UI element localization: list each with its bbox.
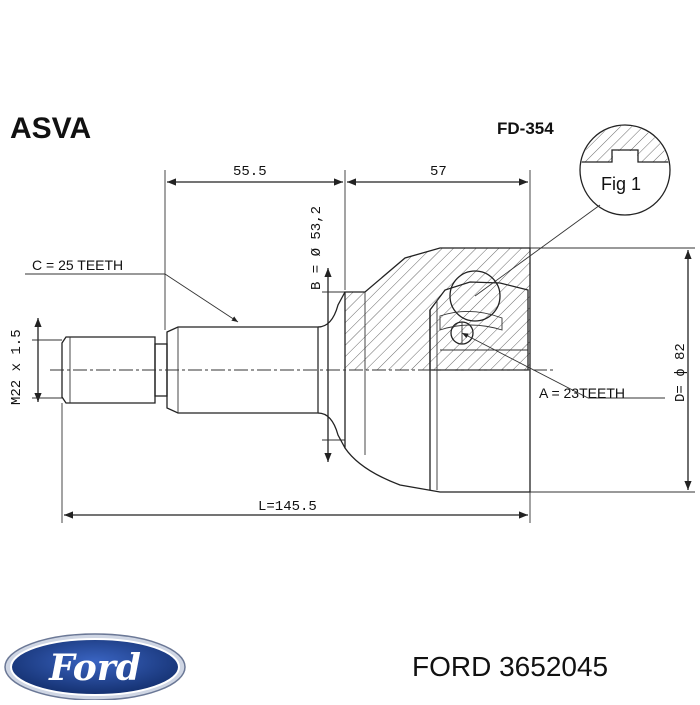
d-diameter-label: D= ϕ 82: [673, 343, 689, 402]
overall-length-dimension: L=145.5: [61, 403, 531, 523]
m22-dimension: M22 x 1.5: [9, 318, 62, 405]
c-teeth-callout: C = 25 TEETH: [25, 257, 239, 323]
part-number-label: FORD 3652045: [412, 651, 608, 682]
bell-housing: [344, 247, 531, 493]
b-diameter-dimension: B = Ø 53,2: [309, 206, 345, 462]
c-teeth-label: C = 25 TEETH: [32, 257, 123, 273]
top-dimensions: 55.5 57: [164, 164, 531, 330]
length-label: L=145.5: [258, 499, 317, 515]
fig-label: Fig 1: [601, 174, 641, 194]
part-code: FD-354: [497, 119, 554, 138]
a-teeth-label: A = 23TEETH: [539, 385, 625, 401]
b-diameter-label: B = Ø 53,2: [309, 206, 325, 290]
m22-label: M22 x 1.5: [9, 329, 25, 405]
a-teeth-callout: A = 23TEETH: [461, 204, 665, 401]
d-diameter-dimension: D= ϕ 82: [530, 247, 695, 493]
fig-1-detail: Fig 1: [579, 124, 671, 216]
dim-55-5: 55.5: [233, 164, 267, 180]
ford-logo: Ford: [4, 633, 186, 701]
ford-logo-text: Ford: [48, 647, 141, 689]
brand-title: ASVA: [10, 112, 91, 145]
dim-57: 57: [430, 164, 447, 180]
